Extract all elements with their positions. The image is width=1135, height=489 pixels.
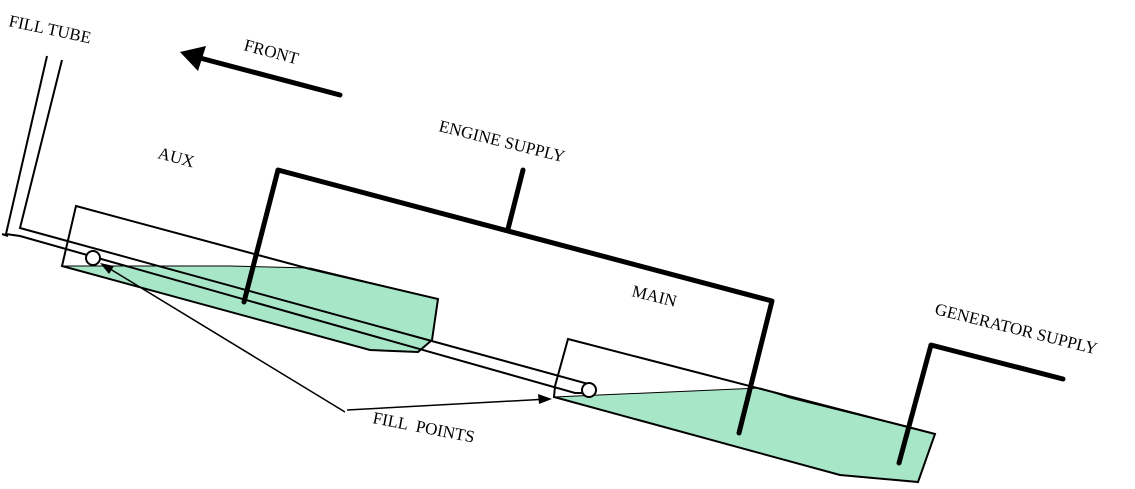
aux-label: AUX [156, 144, 197, 172]
engine-supply-label: ENGINE SUPPLY [437, 116, 567, 166]
fill-points-leader-aux [101, 263, 346, 413]
fill-tube-inner-line [18, 59, 593, 386]
front-arrow-shaft [197, 55, 343, 98]
fill-tube-outer-line [4, 55, 588, 394]
generator-supply-pipe [896, 342, 1066, 466]
aux-fill-point [85, 250, 101, 266]
front-label: FRONT [242, 36, 301, 69]
fill-points-leader-main-arrowhead [538, 394, 552, 404]
fill-tube-end-cap [1, 233, 9, 237]
fill-points-label: FILL POINTS [371, 408, 476, 446]
main-fill-point [581, 382, 597, 398]
engine-supply-pipe [241, 167, 775, 436]
engine-supply-stub [505, 167, 526, 232]
fill-tube-label: FILL TUBE [7, 11, 93, 47]
main-tank-outline [552, 337, 937, 484]
fill-points-leader-aux-arrowhead [100, 263, 114, 274]
fill-points-leader-main [346, 398, 549, 411]
front-arrow-head [180, 46, 206, 71]
main-label: MAIN [630, 281, 679, 310]
aux-tank-outline [60, 204, 440, 354]
